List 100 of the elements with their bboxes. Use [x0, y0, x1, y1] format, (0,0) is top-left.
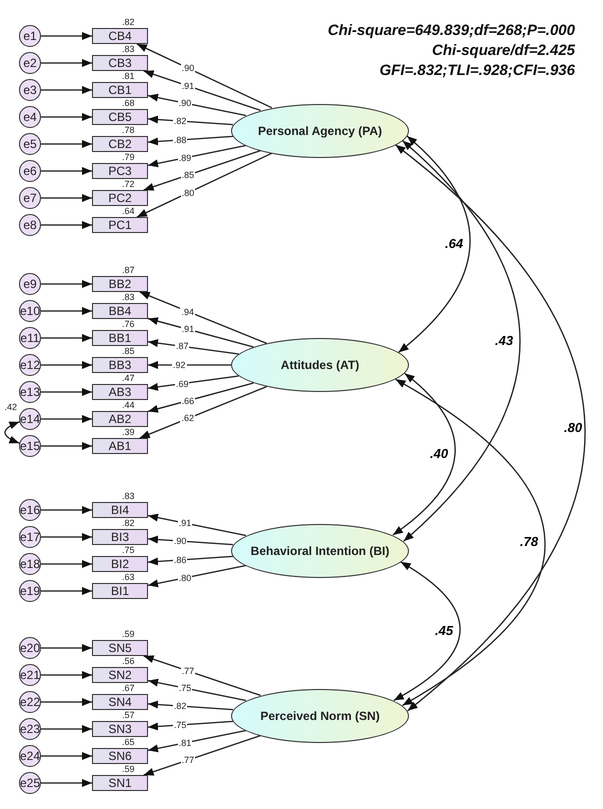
edge-label: .89 [178, 152, 192, 163]
latent-ellipse: Personal Agency (PA) [231, 104, 409, 158]
arrow [148, 514, 246, 536]
arrow [41, 167, 92, 175]
squared-correlation-label: .44 [122, 400, 135, 410]
error-circle: e15 [19, 435, 41, 457]
indicator-box: PC2 [92, 190, 148, 206]
edge-label: .90 [172, 536, 188, 546]
arrow [41, 113, 92, 121]
indicator-box: SN5 [92, 640, 148, 656]
arrow [41, 140, 92, 148]
squared-correlation-label: .67 [122, 683, 135, 693]
indicator-box: AB2 [92, 411, 148, 427]
arrow [136, 152, 272, 218]
indicator-box: PC3 [92, 163, 148, 179]
latent-ellipse: Perceived Norm (SN) [231, 688, 409, 742]
double-headed-arrow [395, 378, 546, 706]
edge-label: .91 [180, 80, 196, 91]
arrow [148, 361, 231, 369]
indicator-box: SN1 [92, 775, 148, 791]
edge-label: .90 [178, 98, 192, 108]
error-circle: e4 [19, 106, 41, 128]
arrow [148, 564, 246, 588]
edge-label: .82 [172, 701, 188, 712]
arrow [41, 560, 92, 568]
squared-correlation-label: .78 [122, 125, 135, 135]
arrow [148, 678, 246, 702]
indicator-box: BI3 [92, 529, 148, 545]
arrow [148, 730, 246, 752]
arrow [140, 386, 267, 439]
indicator-box: CB5 [92, 109, 148, 125]
latent-ellipse: Behavioral Intention (BI) [231, 524, 409, 578]
double-headed-arrow [392, 372, 456, 536]
error-circle: e8 [19, 214, 41, 236]
squared-correlation-label: .65 [122, 737, 135, 747]
arrow [41, 644, 92, 652]
edge-label: .64 [444, 237, 464, 252]
squared-correlation-label: .87 [122, 265, 135, 275]
arrow [41, 194, 92, 202]
squared-correlation-label: .72 [122, 179, 135, 189]
arrow [148, 556, 234, 566]
arrow [41, 221, 92, 229]
edge-label: .87 [174, 341, 190, 352]
error-circle: e14 [19, 408, 41, 430]
arrow [41, 361, 92, 369]
double-headed-arrow [402, 140, 520, 542]
indicator-box: CB2 [92, 136, 148, 152]
error-circle: e5 [19, 133, 41, 155]
error-circle: e7 [19, 187, 41, 209]
arrow [148, 94, 246, 116]
edge-label: .42 [4, 402, 18, 412]
arrow [41, 752, 92, 760]
edge-label: .80 [563, 420, 584, 435]
error-circle: e10 [19, 300, 41, 322]
double-headed-arrow [4, 421, 20, 444]
arrow [41, 506, 92, 514]
arrow [41, 779, 92, 787]
squared-correlation-label: .64 [122, 206, 135, 216]
edge-label: .77 [180, 755, 196, 766]
arrow [148, 339, 239, 355]
squared-correlation-label: .59 [122, 629, 135, 639]
squared-correlation-label: .57 [122, 710, 135, 720]
arrow [41, 307, 92, 315]
arrow [41, 671, 92, 679]
edge-label: .91 [178, 518, 192, 528]
edge-label: .80 [180, 188, 196, 198]
edge-label: .94 [180, 306, 195, 317]
arrow [41, 59, 92, 67]
arrow [144, 655, 261, 696]
squared-correlation-label: .82 [122, 17, 135, 27]
indicator-box: BI4 [92, 502, 148, 518]
double-headed-arrow [398, 136, 471, 353]
error-circle: e3 [19, 79, 41, 101]
arrow [148, 700, 234, 710]
edge-label: .85 [180, 170, 196, 180]
error-circle: e13 [19, 381, 41, 403]
indicator-box: BI1 [92, 583, 148, 599]
indicator-box: SN6 [92, 748, 148, 764]
indicator-box: BB4 [92, 303, 148, 319]
arrow [41, 533, 92, 541]
error-circle: e24 [19, 745, 41, 767]
error-circle: e20 [19, 637, 41, 659]
double-headed-arrow [395, 144, 586, 712]
indicator-box: BB3 [92, 357, 148, 373]
arrow [41, 280, 92, 288]
indicator-box: BI2 [92, 556, 148, 572]
error-circle: e19 [19, 580, 41, 602]
edge-label: .69 [174, 378, 190, 389]
indicator-box: BB1 [92, 330, 148, 346]
edge-label: .91 [180, 324, 196, 334]
error-circle: e25 [19, 772, 41, 794]
indicator-box: BB2 [92, 276, 148, 292]
arrow [41, 587, 92, 595]
fit-statistics-text: Chi-square=649.839;df=268;P=.000 [328, 22, 575, 40]
error-circle: e16 [19, 499, 41, 521]
edge-label: .40 [429, 447, 450, 462]
error-circle: e23 [19, 718, 41, 740]
edge-label: .81 [178, 738, 192, 748]
arrow [144, 734, 261, 776]
squared-correlation-label: .83 [122, 491, 135, 501]
